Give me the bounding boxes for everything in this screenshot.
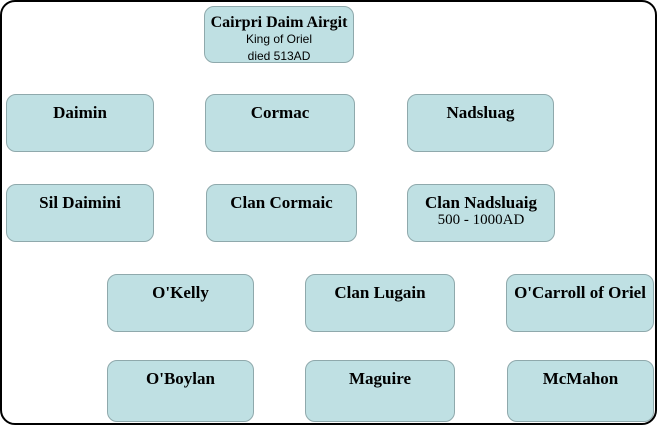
node-maguire: Maguire bbox=[305, 360, 455, 422]
node-title: Maguire bbox=[348, 369, 411, 388]
node-title: O'Kelly bbox=[152, 283, 209, 302]
node-title: Cairpri Daim Airgit bbox=[210, 14, 348, 31]
node-title: O'Carroll of Oriel bbox=[514, 283, 646, 302]
node-daimin: Daimin bbox=[6, 94, 154, 152]
node-cormac: Cormac bbox=[205, 94, 355, 152]
node-subtitle: King of Oriel bbox=[245, 32, 313, 46]
node-title: O'Boylan bbox=[146, 369, 215, 388]
node-title: Sil Daimini bbox=[39, 193, 121, 212]
node-title: McMahon bbox=[542, 369, 619, 388]
node-title: Nadsluag bbox=[446, 103, 515, 122]
node-subtitle: died 513AD bbox=[247, 49, 311, 63]
node-okelly: O'Kelly bbox=[107, 274, 254, 332]
node-title: Cormac bbox=[250, 103, 310, 122]
node-cairpri-daim-airgit: Cairpri Daim Airgit King of Oriel died 5… bbox=[204, 6, 354, 63]
node-title: Clan Nadsluaig bbox=[425, 193, 537, 212]
node-title: Clan Lugain bbox=[334, 283, 426, 302]
node-oboylan: O'Boylan bbox=[107, 360, 254, 422]
node-nadsluag: Nadsluag bbox=[407, 94, 554, 152]
node-title: Daimin bbox=[53, 103, 107, 122]
node-clan-cormaic: Clan Cormaic bbox=[206, 184, 357, 242]
node-sil-daimini: Sil Daimini bbox=[6, 184, 154, 242]
node-ocarroll-of-oriel: O'Carroll of Oriel bbox=[506, 274, 654, 332]
node-subtitle: 500 - 1000AD bbox=[437, 212, 525, 228]
node-clan-lugain: Clan Lugain bbox=[305, 274, 455, 332]
node-mcmahon: McMahon bbox=[507, 360, 654, 422]
node-title: Clan Cormaic bbox=[230, 193, 333, 212]
node-clan-nadsluaig: Clan Nadsluaig 500 - 1000AD bbox=[407, 184, 555, 242]
